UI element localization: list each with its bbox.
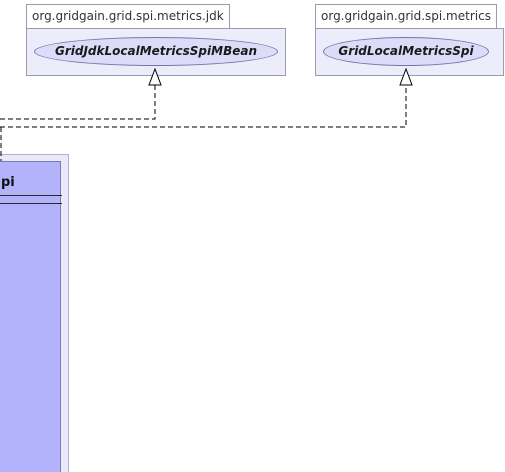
package-metrics-label: org.gridgain.grid.spi.metrics <box>315 4 497 29</box>
package-jdk-label: org.gridgain.grid.spi.metrics.jdk <box>26 4 230 29</box>
class-attributes-divider <box>0 195 62 196</box>
realization-edge-local-metrics-spi <box>0 85 407 128</box>
interface-grid-local-metrics-spi[interactable]: GridLocalMetricsSpi <box>323 37 489 66</box>
class-box[interactable]: pi <box>0 161 62 472</box>
interface-grid-jdk-local-metrics-spi-mbean[interactable]: GridJdkLocalMetricsSpiMBean <box>34 37 278 66</box>
class-title: pi <box>1 175 15 190</box>
realization-edge-jdk-mbean <box>0 85 156 120</box>
class-operations-divider <box>0 203 62 204</box>
